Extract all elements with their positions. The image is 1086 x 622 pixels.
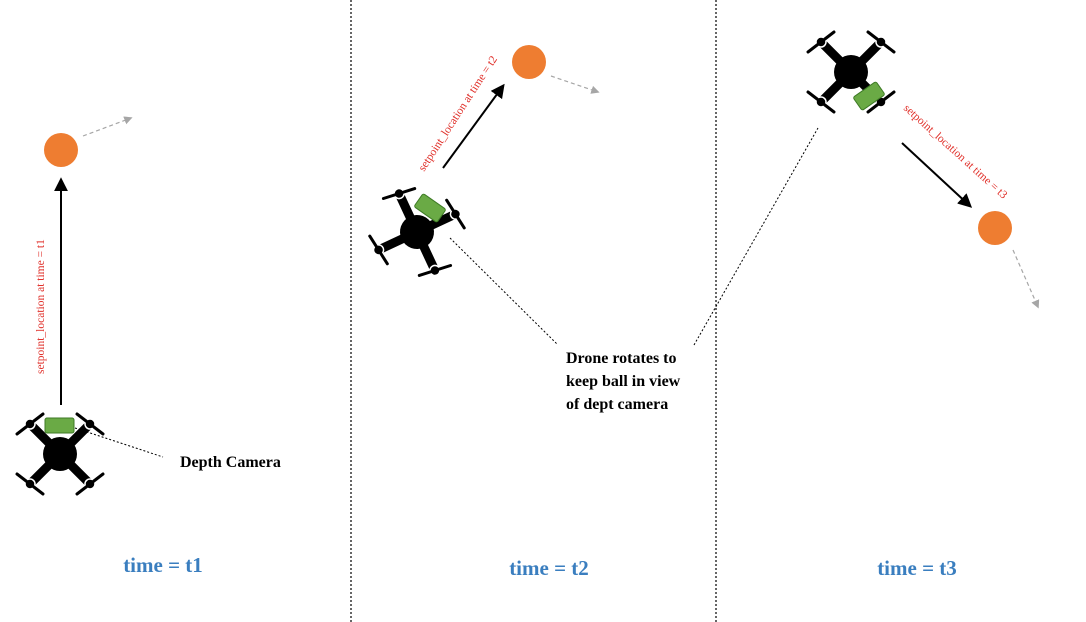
rotation-note-line-3: of dept camera — [566, 396, 668, 413]
ball-t1 — [44, 133, 78, 167]
panel-t1: setpoint_location at time = t1 Depth Cam… — [17, 116, 281, 577]
depth-camera-t2 — [414, 193, 446, 223]
rotation-note-line-1: Drone rotates to — [566, 350, 677, 367]
time-label-t2: time = t2 — [509, 556, 589, 580]
rotation-note-line-2: keep ball in view — [566, 373, 681, 390]
setpoint-label-t2: setpoint_location at time = t2 — [416, 54, 500, 174]
setpoint-label-t3: setpoint_location at time = t3 — [901, 102, 1009, 201]
ball-motion-arrow-t1 — [82, 116, 133, 137]
setpoint-arrow-t3 — [901, 142, 973, 208]
depth-camera-t1 — [44, 417, 75, 434]
rotation-note-leader-1 — [449, 237, 559, 346]
rotation-note-leader-2 — [693, 127, 819, 346]
drone-t2 — [363, 180, 471, 285]
setpoint-label-t1: setpoint_location at time = t1 — [35, 239, 47, 374]
ball-motion-arrow-t2 — [550, 75, 600, 94]
rotation-note: Drone rotates to keep ball in view of de… — [566, 350, 684, 413]
drone-t3 — [808, 32, 894, 112]
depth-camera-t3 — [853, 81, 885, 111]
time-label-t1: time = t1 — [123, 553, 203, 577]
ball-t2 — [512, 45, 546, 79]
panel-t2: setpoint_location at time = t2 Drone rot… — [363, 45, 684, 580]
depth-camera-leader — [74, 427, 164, 458]
ball-t3 — [978, 211, 1012, 245]
ball-motion-arrow-t3 — [1012, 249, 1040, 309]
time-label-t3: time = t3 — [877, 556, 957, 580]
setpoint-arrow-t2 — [442, 83, 505, 169]
depth-camera-label: Depth Camera — [180, 454, 281, 471]
panel-t3: setpoint_location at time = t3 time = t3 — [693, 32, 1040, 580]
